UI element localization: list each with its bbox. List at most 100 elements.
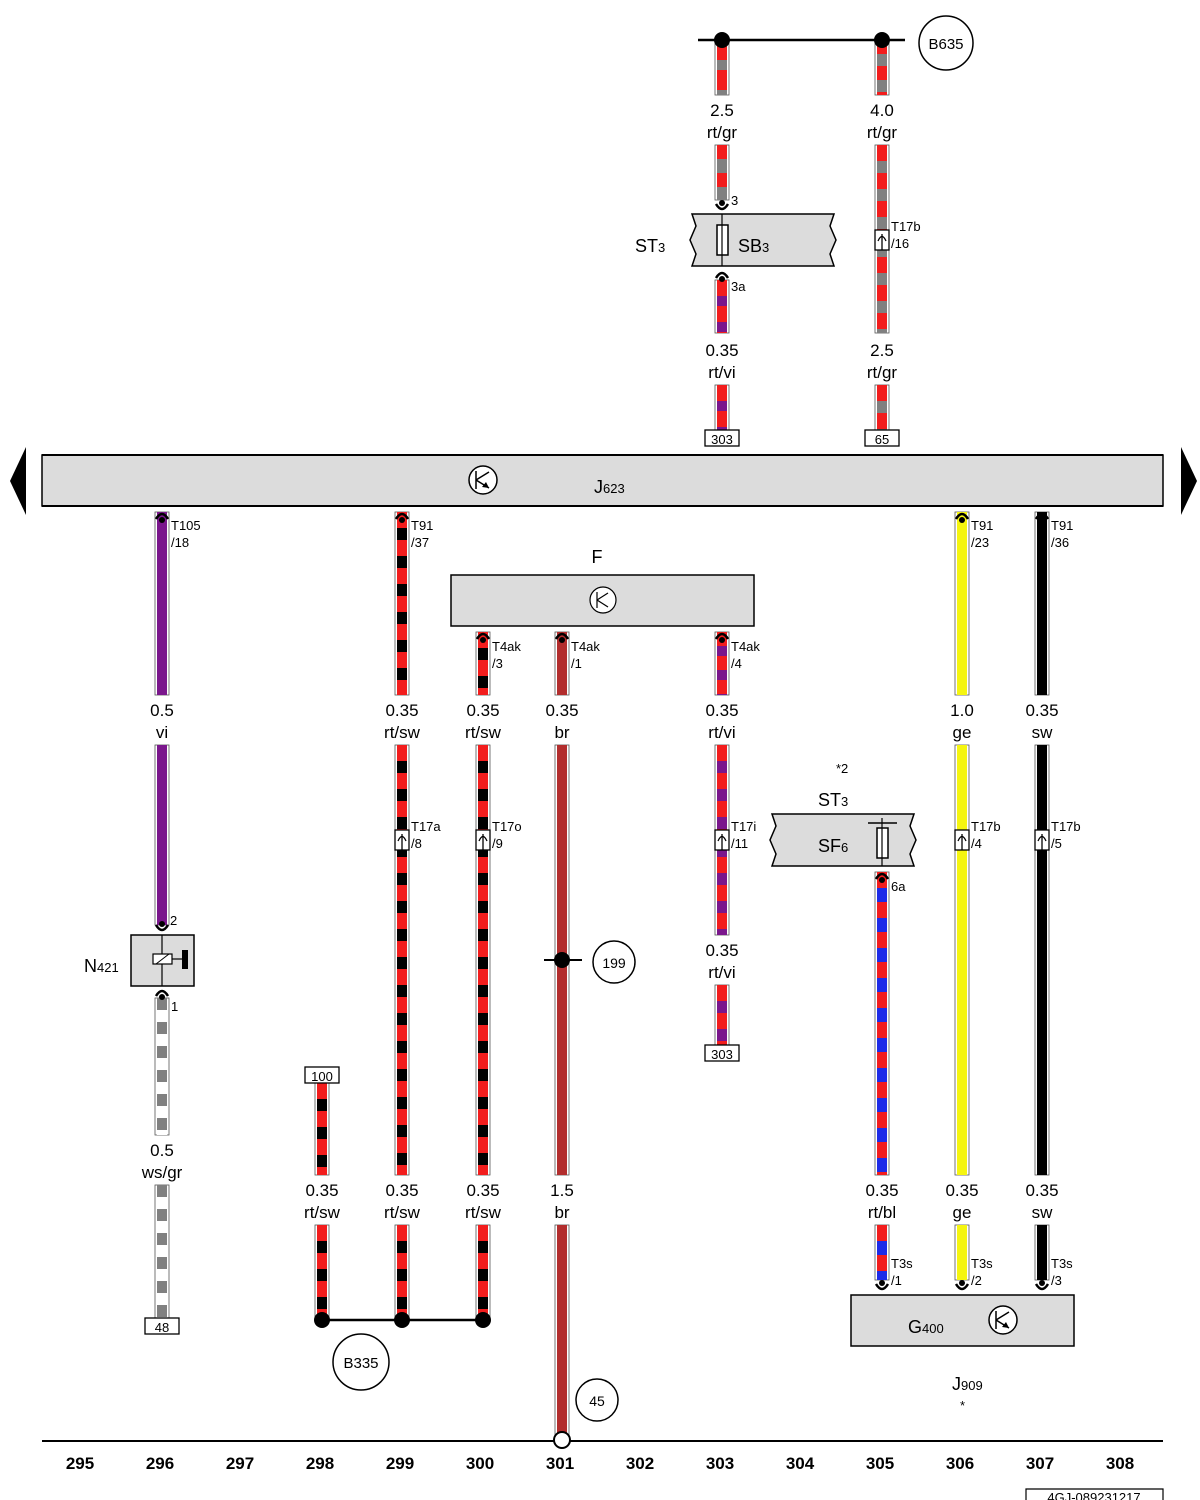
j623-label: J623 bbox=[594, 477, 625, 497]
w299-a-size: 0.35 bbox=[385, 701, 418, 720]
b635-circle bbox=[918, 15, 974, 71]
wire-299-b bbox=[394, 744, 410, 1176]
b335-junction-3 bbox=[475, 1312, 491, 1328]
wire-303-top-c bbox=[714, 279, 730, 334]
pin-t4ak-4-connector: T4ak bbox=[731, 639, 760, 654]
wire-306-b bbox=[954, 744, 970, 1176]
pin-t91-23-pin: /23 bbox=[971, 535, 989, 550]
wire-300-b bbox=[475, 744, 491, 1176]
w303-a-color: rt/vi bbox=[708, 723, 735, 742]
column-number: 302 bbox=[626, 1454, 654, 1473]
column-number: 307 bbox=[1026, 1454, 1054, 1473]
w300-a-size: 0.35 bbox=[466, 701, 499, 720]
n421-label: N421 bbox=[84, 956, 119, 976]
inline-plug-icon bbox=[394, 829, 410, 851]
j909-note: * bbox=[960, 1398, 965, 1413]
ref-48: 48 bbox=[144, 1317, 180, 1335]
pin-sb3-3a: 3a bbox=[731, 279, 746, 294]
wire-299-a bbox=[394, 511, 410, 696]
column-number: 296 bbox=[146, 1454, 174, 1473]
w298-color: rt/sw bbox=[304, 1203, 341, 1222]
w301-b-color: br bbox=[554, 1203, 569, 1222]
column-number: 306 bbox=[946, 1454, 974, 1473]
column-number: 300 bbox=[466, 1454, 494, 1473]
ref-100: 100 bbox=[304, 1066, 340, 1084]
pin-n421-2: 2 bbox=[170, 913, 177, 928]
pin-connector-icon bbox=[874, 872, 890, 883]
column-number: 308 bbox=[1106, 1454, 1134, 1473]
wire-298-a bbox=[314, 1082, 330, 1176]
c45-circle bbox=[575, 1378, 619, 1422]
b335-circle bbox=[332, 1333, 390, 1391]
pin-t4ak-3-pin: /3 bbox=[492, 656, 503, 671]
column-number: 297 bbox=[226, 1454, 254, 1473]
j909-label: J909 bbox=[952, 1374, 983, 1394]
ref-100-label: 100 bbox=[311, 1069, 333, 1084]
ref-48-label: 48 bbox=[155, 1320, 169, 1335]
w298-size: 0.35 bbox=[305, 1181, 338, 1200]
w303-b-size: 0.35 bbox=[705, 941, 738, 960]
pin-t17b-16-pin: /16 bbox=[891, 236, 909, 251]
wire-296-a bbox=[154, 511, 170, 696]
pin-t4ak-3-connector: T4ak bbox=[492, 639, 521, 654]
w307-b-size: 0.35 bbox=[1025, 1181, 1058, 1200]
w306-b-size: 0.35 bbox=[945, 1181, 978, 1200]
wire-303-top-d bbox=[714, 384, 730, 431]
wire-299-c bbox=[394, 1224, 410, 1321]
inline-plug-icon bbox=[954, 829, 970, 851]
pin-t4ak-1-pin: /1 bbox=[571, 656, 582, 671]
w306-a-size: 1.0 bbox=[950, 701, 974, 720]
pin-t17b-4-pin: /4 bbox=[971, 836, 982, 851]
sf6-note: *2 bbox=[836, 761, 848, 776]
w296-a-color: vi bbox=[156, 723, 168, 742]
pin-t4ak-1-connector: T4ak bbox=[571, 639, 600, 654]
w296-b-size: 0.5 bbox=[150, 1141, 174, 1160]
w305top-b-size: 2.5 bbox=[870, 341, 894, 360]
w299-b-size: 0.35 bbox=[385, 1181, 418, 1200]
wire-307-b bbox=[1034, 744, 1050, 1176]
w301-a-color: br bbox=[554, 723, 569, 742]
w303top-a-size: 2.5 bbox=[710, 101, 734, 120]
wire-306-a bbox=[954, 511, 970, 696]
pin-t17b-5-pin: /5 bbox=[1051, 836, 1062, 851]
pin-t17b-5-connector: T17b bbox=[1051, 819, 1081, 834]
wire-305-a bbox=[874, 871, 890, 1176]
pin-connector-icon bbox=[554, 632, 570, 643]
w303top-b-color: rt/vi bbox=[708, 363, 735, 382]
c199-junction bbox=[554, 952, 570, 968]
pin-t17b-4-connector: T17b bbox=[971, 819, 1001, 834]
w300-b-color: rt/sw bbox=[465, 1203, 502, 1222]
pin-t17a-8-connector: T17a bbox=[411, 819, 441, 834]
w305top-b-color: rt/gr bbox=[867, 363, 898, 382]
b635-label: B635 bbox=[928, 36, 963, 53]
pin-connector-icon bbox=[1034, 512, 1050, 523]
wire-298-b bbox=[314, 1224, 330, 1321]
f-transistor-icon bbox=[589, 586, 617, 614]
wire-303-top-a bbox=[714, 39, 730, 96]
pin-t17i-11-connector: T17i bbox=[731, 819, 756, 834]
w301-b-size: 1.5 bbox=[550, 1181, 574, 1200]
w305top-a-size: 4.0 bbox=[870, 101, 894, 120]
b635-junction-1 bbox=[714, 32, 730, 48]
w305-size: 0.35 bbox=[865, 1181, 898, 1200]
f-label: F bbox=[592, 547, 603, 567]
inline-plug-icon bbox=[874, 229, 890, 251]
pin-t3s-1-connector: T3s bbox=[891, 1256, 913, 1271]
column-number: 301 bbox=[546, 1454, 574, 1473]
w303-a-size: 0.35 bbox=[705, 701, 738, 720]
wire-303-top-b bbox=[714, 144, 730, 201]
pin-connector-icon bbox=[714, 200, 730, 211]
continue-right-arrow bbox=[1181, 447, 1197, 515]
pin-t4ak-4-pin: /4 bbox=[731, 656, 742, 671]
w306-a-color: ge bbox=[953, 723, 972, 742]
pin-t17b-16-connector: T17b bbox=[891, 219, 921, 234]
pin-t17o-9-pin: /9 bbox=[492, 836, 503, 851]
w299-b-color: rt/sw bbox=[384, 1203, 421, 1222]
c199-circle bbox=[592, 940, 636, 984]
wire-305-top-a bbox=[874, 39, 890, 96]
pin-t17a-8-pin: /8 bbox=[411, 836, 422, 851]
w300-a-color: rt/sw bbox=[465, 723, 502, 742]
pin-t105-18-connector: T105 bbox=[171, 518, 201, 533]
